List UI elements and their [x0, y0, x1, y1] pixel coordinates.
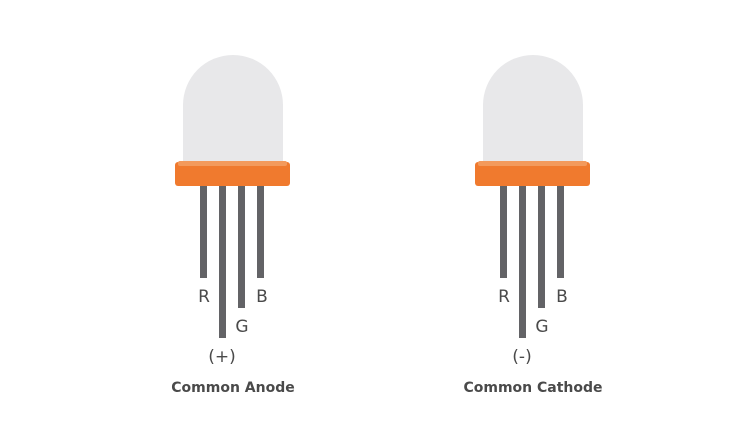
pin-label-r: R	[498, 287, 510, 307]
lead-common	[519, 186, 526, 338]
pin-label-g: G	[235, 317, 248, 337]
led-common-anode: R B G (+) Common Anode	[171, 55, 295, 396]
led-flange-highlight	[478, 161, 587, 166]
led-caption: Common Cathode	[463, 380, 602, 396]
polarity-label: (-)	[512, 347, 531, 367]
lead-common	[219, 186, 226, 338]
led-flange-highlight	[178, 161, 287, 166]
led-common-cathode: R B G (-) Common Cathode	[463, 55, 603, 396]
pin-label-g: G	[535, 317, 548, 337]
lead-b	[257, 186, 264, 278]
pin-label-r: R	[198, 287, 210, 307]
lead-g	[538, 186, 545, 308]
led-flange	[475, 162, 590, 186]
lead-g	[238, 186, 245, 308]
led-dome	[483, 55, 583, 164]
lead-b	[557, 186, 564, 278]
led-dome	[183, 55, 283, 164]
lead-r	[200, 186, 207, 278]
led-caption: Common Anode	[171, 380, 294, 396]
pin-label-b: B	[256, 287, 268, 307]
led-flange	[175, 162, 290, 186]
lead-r	[500, 186, 507, 278]
polarity-label: (+)	[208, 347, 236, 367]
pin-label-b: B	[556, 287, 568, 307]
